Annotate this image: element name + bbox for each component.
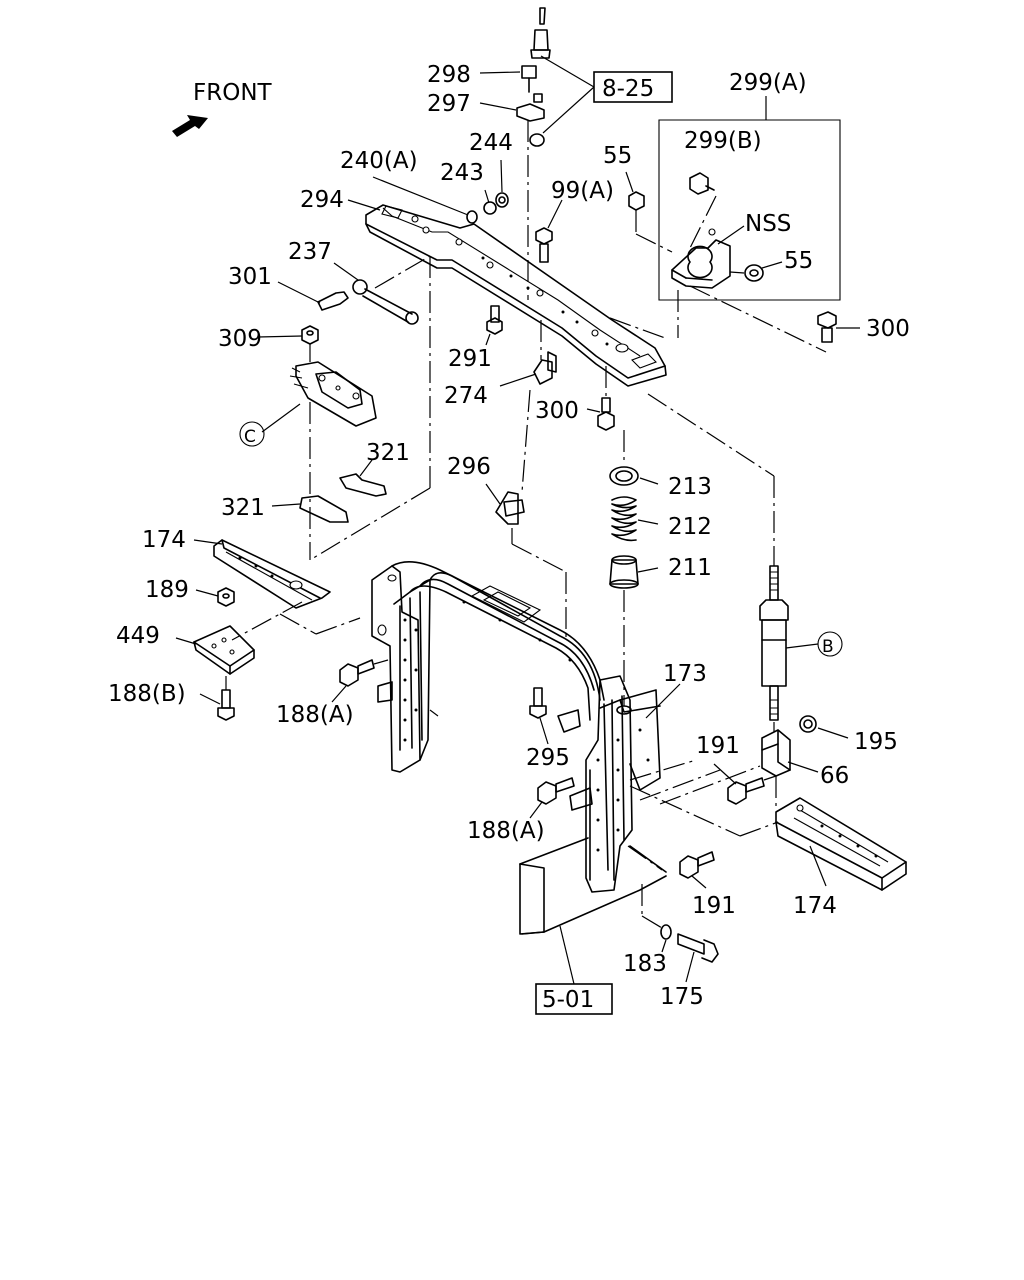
- bolt-188a-lower: [529, 777, 575, 819]
- marker-b: B: [817, 631, 843, 657]
- bolt-295: [529, 687, 549, 745]
- callout-449: 449: [116, 623, 160, 649]
- callout-301: 301: [228, 264, 272, 290]
- callout-99a: 99(A): [551, 178, 614, 204]
- bolt-300-right: [689, 285, 860, 353]
- shock-absorber: [759, 565, 819, 721]
- callout-183: 183: [623, 951, 667, 977]
- left-rail-174: [193, 539, 361, 641]
- ref-box-5-01-label: 5-01: [542, 987, 594, 1013]
- callout-237: 237: [288, 239, 332, 265]
- bracket-assembly-box: [658, 96, 841, 301]
- bolt-99a: [535, 199, 563, 263]
- callout-174a: 174: [142, 527, 186, 553]
- washers-243-244: [372, 159, 509, 224]
- callout-174b: 174: [793, 893, 837, 919]
- callout-299b: 299(B): [684, 128, 762, 154]
- nut-189: [195, 587, 235, 607]
- bolt-188b: [199, 689, 235, 721]
- callout-nss: NSS: [745, 211, 791, 237]
- callout-211: 211: [668, 555, 712, 581]
- bracket-66: [761, 722, 819, 810]
- callout-321b: 321: [221, 495, 265, 521]
- callout-195: 195: [854, 729, 898, 755]
- front-label: FRONT: [193, 80, 273, 106]
- callout-191b: 191: [692, 893, 736, 919]
- callout-189: 189: [145, 577, 189, 603]
- bolt-191-lower: [679, 851, 715, 889]
- svg-text:C: C: [244, 427, 256, 447]
- svg-text:8-25: 8-25: [602, 76, 654, 102]
- nut-55: [625, 171, 673, 253]
- right-rail-174: [775, 797, 907, 891]
- callout-243: 243: [440, 160, 484, 186]
- bracket-274: [499, 320, 557, 493]
- front-arrow-icon: [172, 115, 208, 137]
- link-rod: [277, 255, 431, 325]
- main-u-frame: [371, 561, 681, 893]
- callout-240a: 240(A): [340, 148, 418, 174]
- callout-188a1: 188(A): [276, 702, 354, 728]
- callout-66: 66: [820, 763, 849, 789]
- callout-296: 296: [447, 454, 491, 480]
- top-fittings: [516, 7, 551, 300]
- callout-188b: 188(B): [108, 681, 186, 707]
- callout-297: 297: [427, 91, 471, 117]
- callout-300b: 300: [535, 398, 579, 424]
- callout-188a2: 188(A): [467, 818, 545, 844]
- washer-195: [799, 715, 849, 739]
- bolt-188a-upper: [331, 659, 389, 703]
- callout-175: 175: [660, 984, 704, 1010]
- ref-box-8-25: 8-25: [540, 55, 673, 134]
- callout-213: 213: [668, 474, 712, 500]
- module-c-assembly: [261, 256, 431, 561]
- plate-449: [175, 625, 255, 690]
- callout-212: 212: [668, 514, 712, 540]
- cross-member: [365, 204, 667, 387]
- callout-55b: 55: [784, 248, 813, 274]
- callout-294: 294: [300, 187, 344, 213]
- callout-173: 173: [663, 661, 707, 687]
- callout-191a: 191: [696, 733, 740, 759]
- callout-274: 274: [444, 383, 488, 409]
- floor-panel: [519, 837, 667, 1015]
- svg-text:B: B: [822, 637, 834, 657]
- callout-309: 309: [218, 326, 262, 352]
- callout-299a: 299(A): [729, 70, 807, 96]
- callout-291: 291: [448, 346, 492, 372]
- marker-c: C: [239, 421, 265, 447]
- bracket-296: [485, 483, 567, 640]
- callout-300a: 300: [866, 316, 910, 342]
- bolt-300-lower: [586, 366, 615, 431]
- washer-183: [660, 924, 672, 953]
- callout-295: 295: [526, 745, 570, 771]
- spring-assembly: [609, 430, 659, 706]
- callout-55a: 55: [603, 143, 632, 169]
- bolt-291: [485, 305, 503, 346]
- bolt-191-upper: [713, 763, 777, 805]
- callout-321a: 321: [366, 440, 410, 466]
- bolt-175: [677, 933, 719, 983]
- callout-298: 298: [427, 62, 471, 88]
- callout-244: 244: [469, 130, 513, 156]
